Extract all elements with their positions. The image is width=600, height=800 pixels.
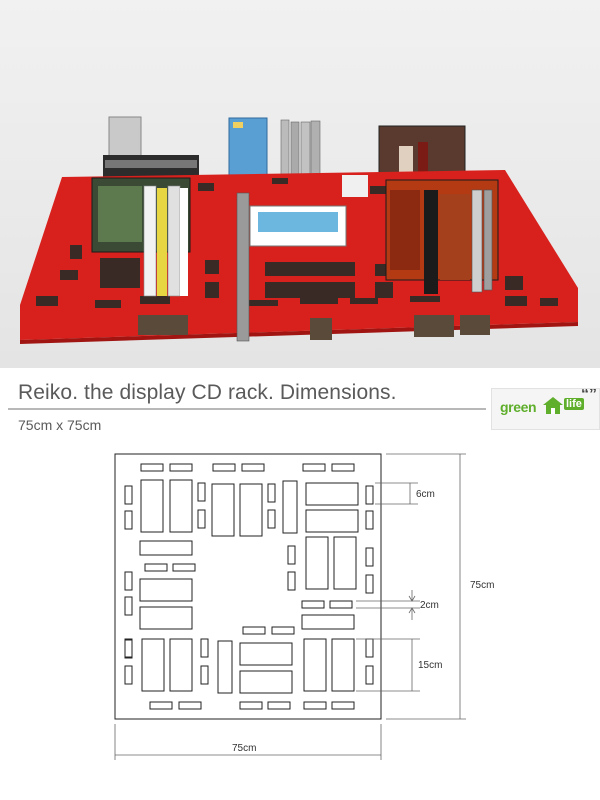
title-divider	[8, 408, 486, 410]
logo-word-life: life	[564, 398, 584, 410]
slot-width-dimension	[375, 482, 418, 505]
panel-slots	[124, 463, 374, 710]
width-label: 75cm	[232, 743, 256, 754]
house-icon	[543, 397, 563, 414]
width-dimension	[114, 724, 382, 760]
support-legs	[138, 315, 490, 340]
gap-label: 2cm	[420, 600, 439, 611]
slot-width-label: 6cm	[416, 489, 435, 500]
dimension-drawing: 75cm 75cm 6cm 2cm	[0, 440, 600, 800]
cd-stack	[103, 116, 466, 183]
height-label: 75cm	[470, 580, 494, 591]
cd-front	[91, 177, 499, 342]
green-life-logo: green life “”	[491, 388, 600, 430]
logo-quote-mark: “”	[581, 388, 597, 403]
page-title: Reiko. the display CD rack. Dimensions.	[18, 381, 397, 404]
slot-height-label: 15cm	[418, 660, 442, 671]
height-dimension	[386, 453, 466, 720]
slot-height-dimension	[356, 638, 420, 692]
product-photo	[0, 0, 600, 368]
overall-size-note: 75cm x 75cm	[18, 417, 102, 433]
gap-dimension	[356, 590, 420, 620]
logo-word-green: green	[500, 399, 537, 415]
panel-outline	[114, 453, 382, 720]
